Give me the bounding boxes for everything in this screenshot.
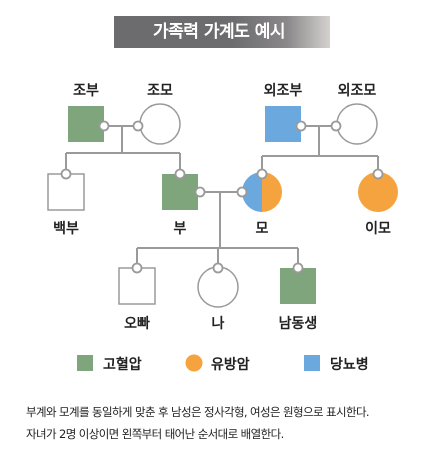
legend-item-breast-cancer: 유방암 <box>185 354 250 373</box>
legend-label: 유방암 <box>211 356 250 373</box>
label-maternal-grandmother: 외조모 <box>338 82 377 99</box>
person-grandmother <box>139 103 181 145</box>
person-grandfather <box>68 106 104 142</box>
label-maternal-grandfather: 외조부 <box>264 82 303 99</box>
diagram-title: 가족력 가계도 예시 <box>153 22 285 42</box>
label-me: 나 <box>212 316 225 332</box>
label-grandfather: 조부 <box>73 83 99 99</box>
label-grandmother: 조모 <box>147 83 173 99</box>
label-younger-brother: 남동생 <box>279 315 318 332</box>
legend-swatch-square <box>304 355 320 371</box>
connector-dots <box>60 120 384 274</box>
legend-label: 당뇨병 <box>330 356 369 373</box>
legend-item-hypertension: 고혈압 <box>77 355 142 373</box>
label-uncle: 백부 <box>53 221 79 237</box>
legend-swatch-circle <box>185 354 203 372</box>
legend-item-diabetes: 당뇨병 <box>304 355 369 373</box>
title-area: 가족력 가계도 예시 <box>0 0 442 58</box>
person-father <box>162 174 198 210</box>
note-line-1: 부계와 모계를 동일하게 맞춘 후 남성은 정사각형, 여성은 원형으로 표시한… <box>26 405 370 419</box>
legend-label: 고혈압 <box>103 356 142 373</box>
person-mother <box>242 172 282 212</box>
person-aunt <box>358 172 398 212</box>
pedigree-lines <box>65 125 379 267</box>
note-line-2: 자녀가 2명 이상이면 왼쪽부터 태어난 순서대로 배열한다. <box>26 427 284 441</box>
person-maternal-grandmother <box>336 103 378 145</box>
label-brother: 오빠 <box>124 316 150 332</box>
label-mother: 모 <box>256 221 269 237</box>
person-younger-brother <box>280 268 316 304</box>
person-brother <box>118 267 156 305</box>
title-banner <box>114 16 330 48</box>
legend: 고혈압 유방암 당뇨병 <box>77 354 369 373</box>
label-father: 부 <box>174 221 187 237</box>
label-aunt: 이모 <box>365 220 391 237</box>
legend-swatch-square <box>77 355 93 371</box>
person-maternal-grandfather <box>265 106 301 142</box>
